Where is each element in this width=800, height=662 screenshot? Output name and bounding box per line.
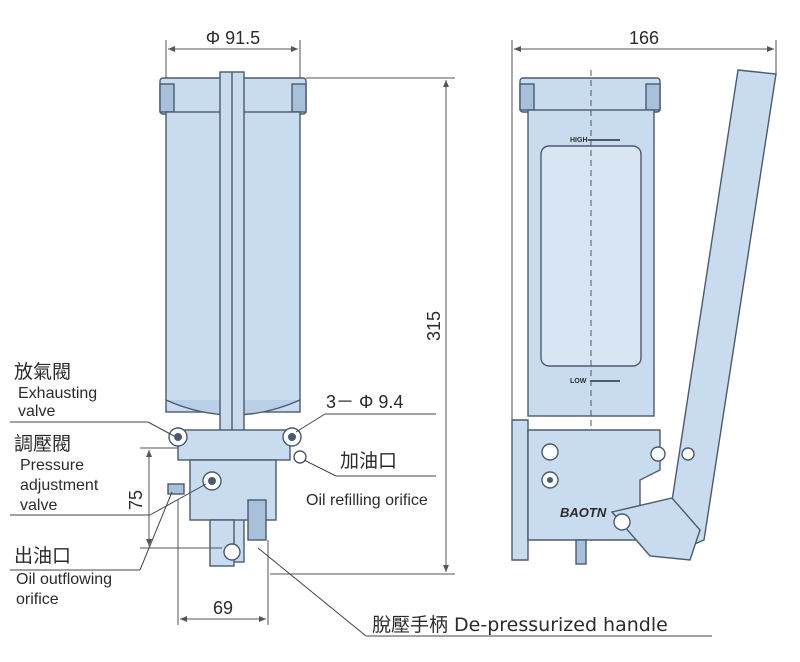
front-pump-block — [177, 429, 291, 461]
front-lid-lug-right — [291, 83, 307, 113]
side-outlet-fitting — [575, 539, 587, 565]
side-lid-lug-left — [519, 83, 535, 111]
brand-logo: BAOTN — [560, 505, 607, 520]
tank-mark-low: LOW — [570, 378, 587, 385]
front-refill-orifice — [293, 450, 307, 464]
label-outflow-cn: 出油口 — [14, 545, 71, 567]
label-exhaust-en-2: valve — [18, 403, 55, 420]
orifice-leader — [295, 413, 326, 433]
callouts: 放氣閥 Exhausting valve 調壓閥 Pressure adjust… — [10, 361, 712, 637]
front-outlet-fitting — [247, 499, 267, 541]
front-pressure-valve-core — [208, 477, 216, 485]
side-lever-pin — [681, 447, 695, 461]
front-view — [159, 71, 307, 567]
side-lid — [519, 77, 661, 113]
label-refill-cn: 加油口 — [340, 450, 397, 472]
label-pressure-en-2: adjustment — [20, 477, 99, 494]
front-outlet-port — [167, 483, 185, 495]
front-lid-lug-left — [159, 83, 175, 113]
label-exhaust-cn: 放氣閥 — [14, 361, 71, 383]
outflow-leader — [139, 491, 173, 571]
label-outflow-en-1: Oil outflowing — [16, 571, 112, 588]
label-outflow-en-2: orifice — [16, 591, 59, 608]
dimensions: Φ 91.5 166 315 3－ Φ 9.4 75 69 — [126, 28, 777, 625]
side-bolt-right — [650, 446, 666, 462]
front-handle-stub — [209, 519, 235, 567]
side-lever-link — [610, 497, 701, 561]
label-refill-en: Oil refilling orifice — [306, 492, 428, 509]
front-outlet-hole — [223, 543, 241, 561]
tank-mark-high: HIGH — [570, 137, 588, 144]
side-bolt-mid-core — [547, 477, 553, 483]
refill-leader — [303, 459, 337, 477]
front-orifice-left-core — [174, 433, 182, 441]
dim-width-side: 166 — [629, 28, 659, 48]
side-lever-pivot — [613, 513, 631, 531]
label-handle: 脫壓手柄 De-pressurized handle — [372, 614, 668, 636]
label-pressure-en-1: Pressure — [20, 457, 84, 474]
side-bolt-top — [541, 443, 559, 461]
dim-orifice: 3－ Φ 9.4 — [326, 392, 403, 412]
dim-height-total: 315 — [424, 311, 444, 341]
pressure-leader — [149, 483, 207, 516]
dim-diameter-top: Φ 91.5 — [206, 28, 260, 48]
label-pressure-en-3: valve — [20, 497, 57, 514]
front-orifice-right-core — [288, 433, 296, 441]
side-mount-plate — [511, 419, 529, 561]
dim-width-bottom: 69 — [213, 598, 233, 618]
side-lever-arm — [665, 69, 777, 551]
handle-leader — [257, 547, 367, 637]
label-exhaust-en-1: Exhausting — [18, 385, 97, 402]
label-pressure-cn: 調壓閥 — [14, 433, 71, 455]
side-view: HIGH LOW BAOTN — [511, 69, 777, 565]
dim-height-lower: 75 — [126, 490, 146, 510]
side-lid-lug-right — [645, 83, 661, 111]
exhaust-leader — [147, 421, 175, 437]
